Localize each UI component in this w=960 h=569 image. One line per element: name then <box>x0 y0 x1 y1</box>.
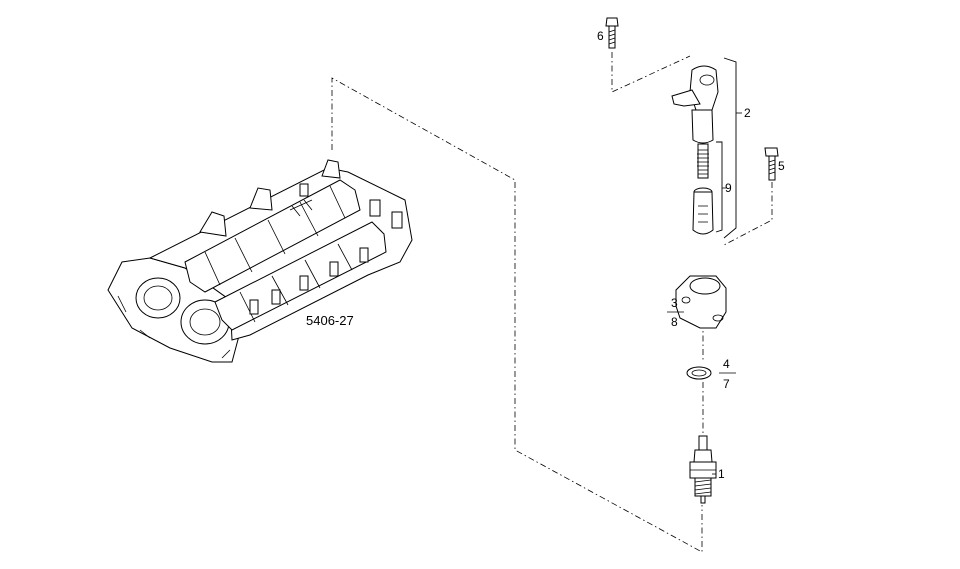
assembly-line-paths <box>331 52 773 553</box>
spark-plug-1[interactable] <box>689 435 717 504</box>
ignition-coil-2[interactable] <box>671 65 719 144</box>
callout-8: 8 <box>671 315 678 329</box>
callout-1: 1 <box>718 467 725 481</box>
spring-9[interactable] <box>697 143 709 179</box>
reference-label: 5406-27 <box>306 313 354 328</box>
callout-5: 5 <box>778 159 785 173</box>
callout-6: 6 <box>597 29 604 43</box>
callout-9: 9 <box>725 181 732 195</box>
callout-7: 7 <box>723 377 730 391</box>
callout-4: 4 <box>723 357 730 371</box>
boot-9[interactable] <box>692 187 714 235</box>
flange-bracket-3-8[interactable] <box>675 275 727 329</box>
bolt-5[interactable] <box>764 147 779 181</box>
seal-ring-4-7[interactable] <box>686 366 712 380</box>
callout-2: 2 <box>744 106 751 120</box>
cylinder-head-assembly[interactable] <box>107 159 413 363</box>
bolt-6[interactable] <box>605 17 619 49</box>
callout-3: 3 <box>671 296 678 310</box>
callout-bracket-2-9 <box>715 57 742 239</box>
